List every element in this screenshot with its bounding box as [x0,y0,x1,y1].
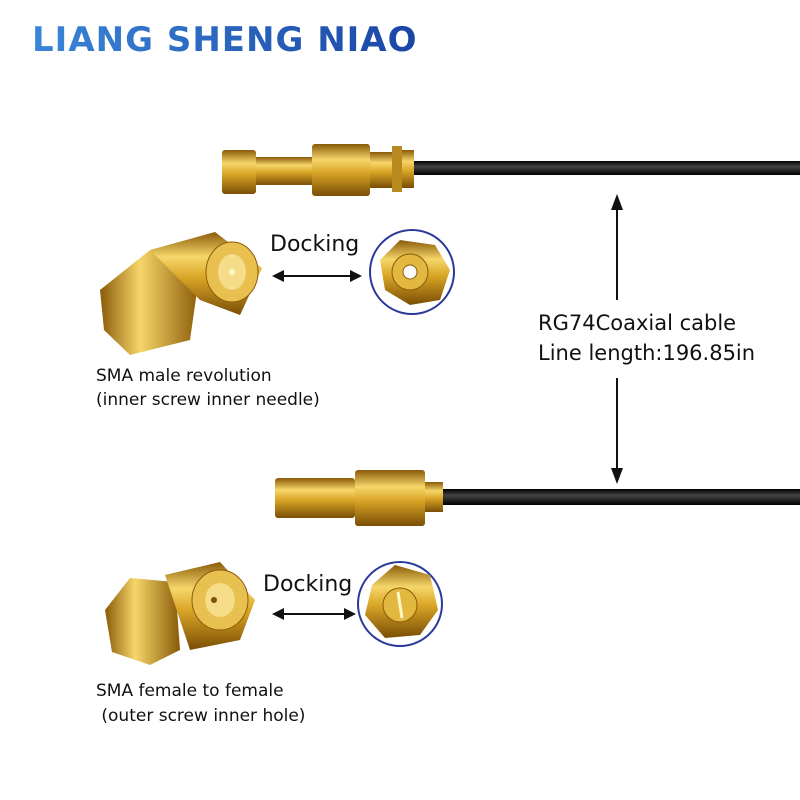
caption-top-line2: (inner screw inner needle) [96,390,320,410]
caption-top-line1: SMA male revolution [96,366,272,386]
caption-bottom-line1: SMA female to female [96,681,284,701]
docking-arrow-top [272,270,362,282]
bottom-cable-assembly [275,470,800,526]
top-cable-assembly [222,144,800,196]
docking-arrow-bottom [272,608,356,620]
docking-label-bottom: Docking [263,572,353,597]
sma-male-connector-image [100,232,262,355]
sma-female-female-connector-image [105,562,255,665]
sma-female-detail-circle [357,561,443,647]
caption-bottom-line2: (outer screw inner hole) [96,706,306,726]
cable-length-label: Line length:196.85in [538,341,756,365]
cable-type-label: RG74Coaxial cable [538,311,737,335]
length-arrow [611,194,623,484]
sma-male-detail-circle [369,229,455,315]
docking-label-top: Docking [270,232,360,257]
brand-logo: LIANG SHENG NIAO [32,20,418,60]
